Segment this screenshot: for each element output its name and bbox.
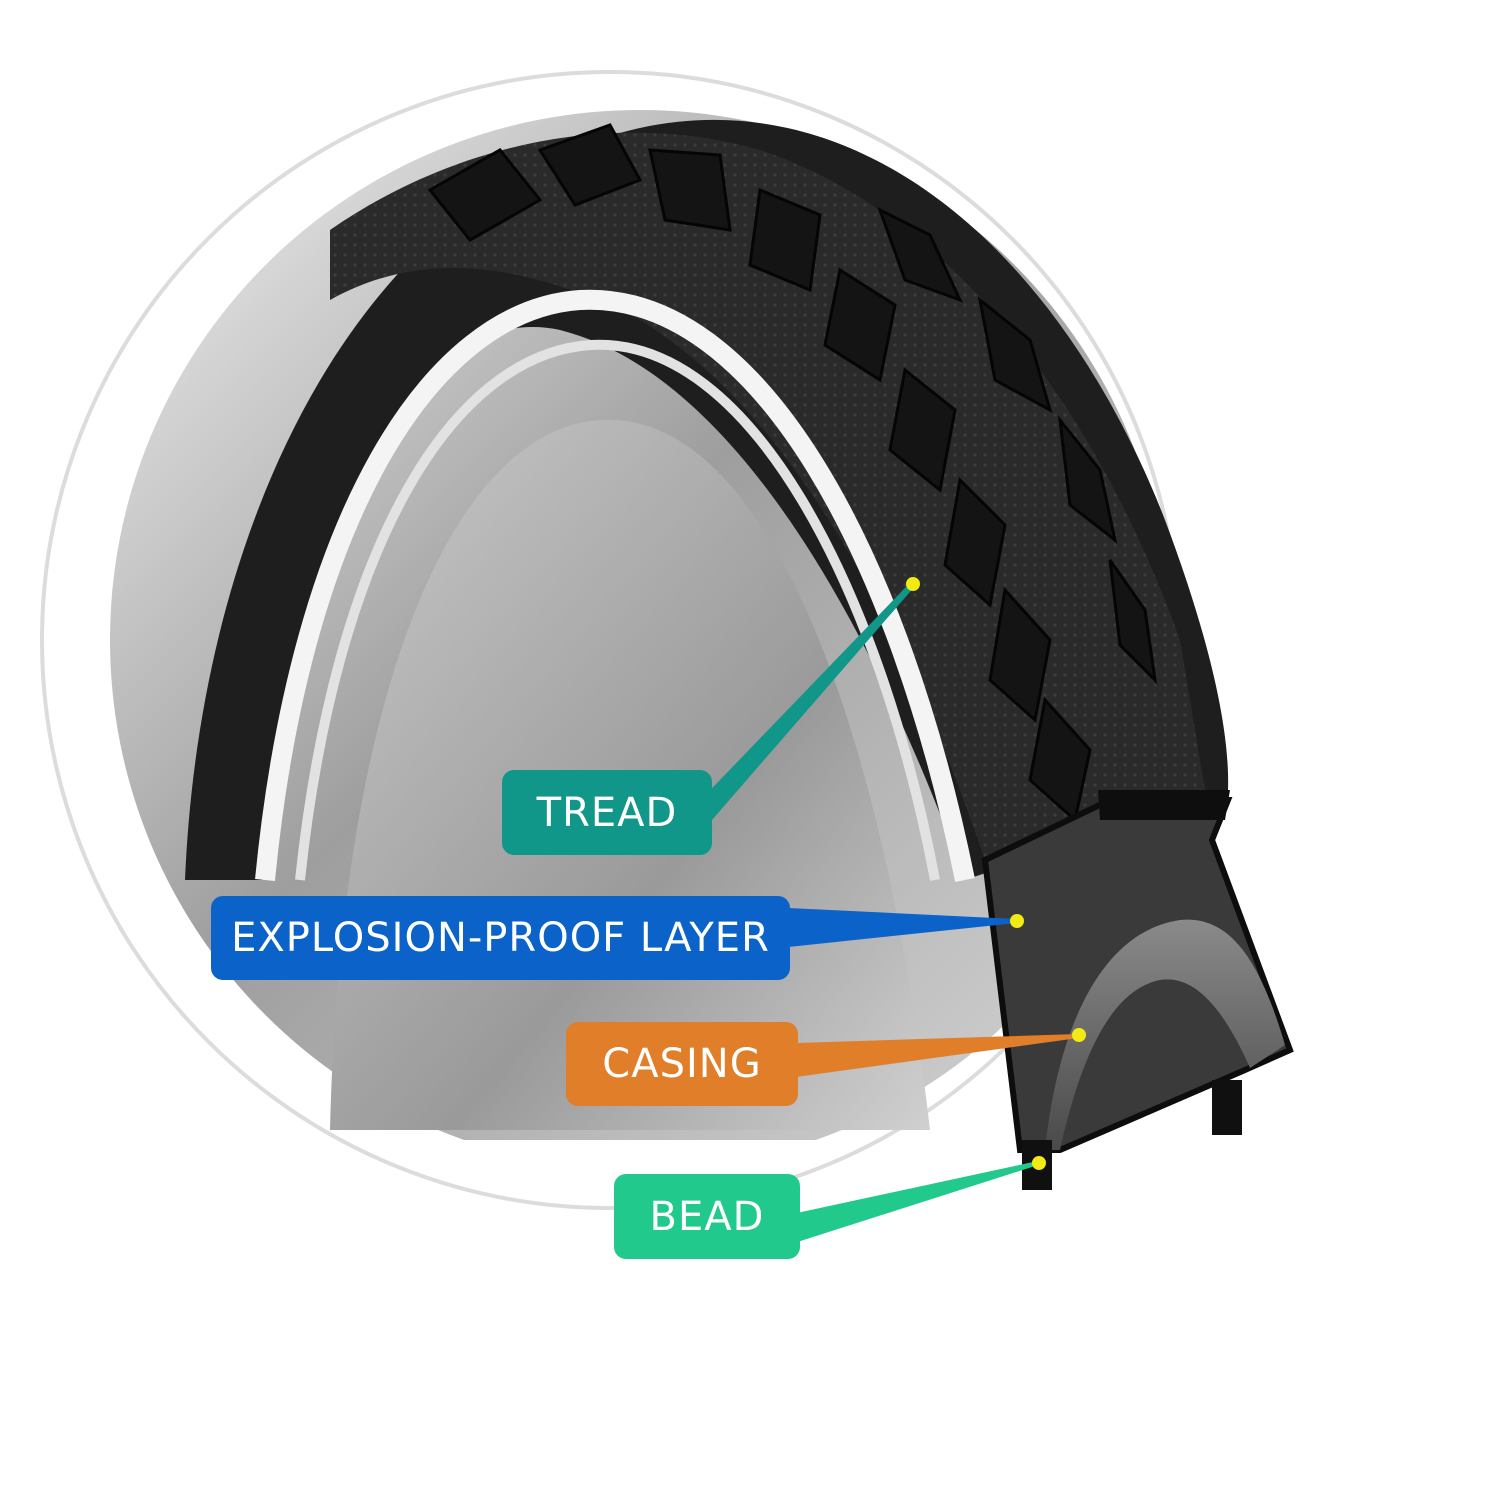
explosion-proof-layer-label: EXPLOSION-PROOF LAYER <box>211 896 790 980</box>
tread-blocks <box>427 123 1158 823</box>
tire-cross-section <box>981 790 1294 1190</box>
casing-label: CASING <box>566 1022 798 1106</box>
tread-marker <box>906 577 920 591</box>
tread-label: TREAD <box>502 770 712 855</box>
bead-leader <box>795 1161 1039 1243</box>
bead-label: BEAD <box>614 1174 800 1259</box>
sidewall-stripe-inner <box>295 339 940 881</box>
layer-marker <box>1010 914 1024 928</box>
sidewall-stripe-outer <box>255 289 975 882</box>
casing-marker <box>1072 1028 1086 1042</box>
bead-marker <box>1032 1156 1046 1170</box>
markers <box>906 577 1086 1170</box>
leader-lines <box>696 582 1079 1243</box>
